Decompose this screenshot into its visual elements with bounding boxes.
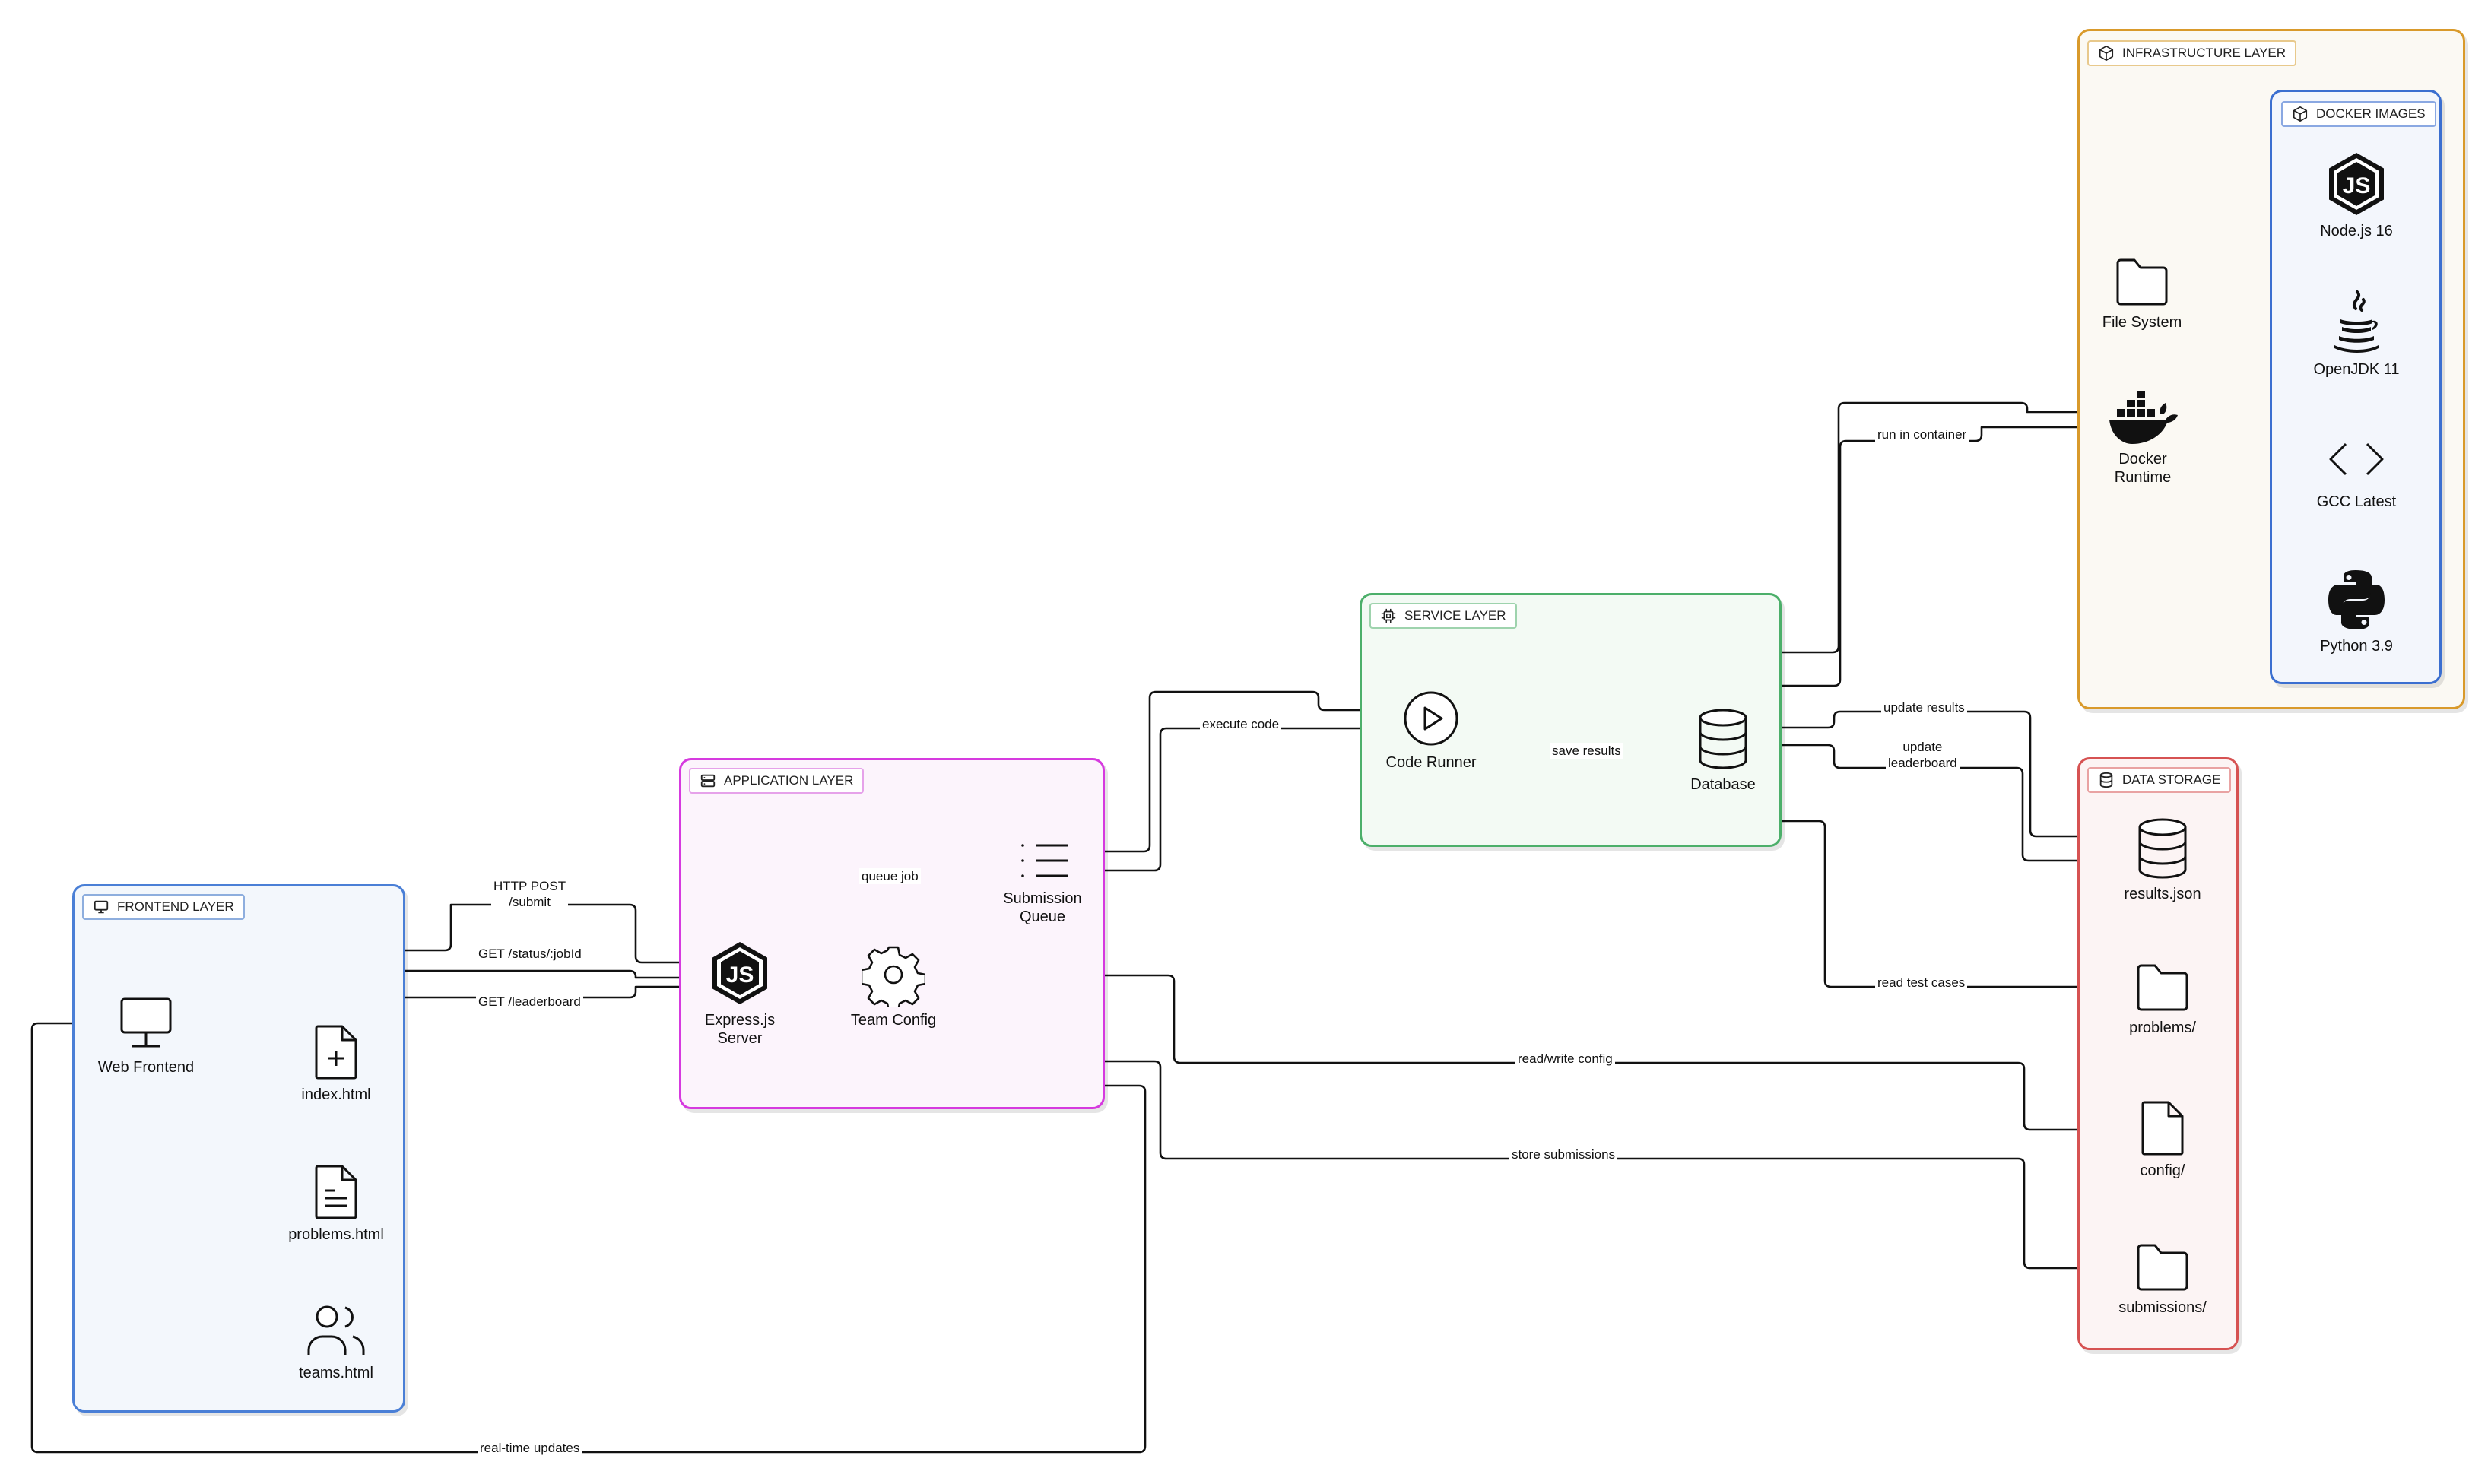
express-server-label: Express.js Server	[704, 1012, 776, 1047]
edge-label-update-results: update results	[1881, 699, 1967, 715]
edge-label-execute-code: execute code	[1200, 716, 1282, 732]
application-layer-group: APPLICATION LAYER	[679, 758, 1105, 1109]
edge-label-read-write-config: read/write config	[1515, 1051, 1615, 1067]
team-config-node[interactable]: Team Config	[836, 943, 950, 1029]
database-icon	[2138, 818, 2187, 879]
edge-label-store-submissions: store submissions	[1509, 1146, 1618, 1162]
edge-label-get-leaderboard: GET /leaderboard	[476, 994, 583, 1010]
server-icon	[700, 774, 716, 788]
edge-label-realtime-updates: real-time updates	[478, 1440, 582, 1456]
docker-images-title: DOCKER IMAGES	[2316, 106, 2426, 121]
monitor-icon	[120, 997, 172, 1048]
problems-html-node[interactable]: problems.html	[275, 1163, 397, 1244]
index-html-node[interactable]: index.html	[283, 1023, 389, 1104]
application-layer-tag: APPLICATION LAYER	[689, 768, 865, 794]
submission-queue-label: Submission Queue	[1003, 890, 1082, 925]
openjdk11-node[interactable]: OpenJDK 11	[2301, 289, 2412, 379]
web-frontend-label: Web Frontend	[97, 1059, 195, 1076]
results-json-label: results.json	[2124, 886, 2201, 902]
monitor-icon	[94, 900, 109, 914]
nodejs16-node[interactable]: JS Node.js 16	[2301, 151, 2412, 240]
frontend-layer-group: FRONTEND LAYER	[72, 884, 405, 1413]
index-html-label: index.html	[301, 1086, 371, 1103]
code-runner-label: Code Runner	[1385, 754, 1477, 771]
problems-dir-label: problems/	[2129, 1019, 2196, 1036]
edge-queue-runner	[1072, 690, 1399, 853]
folder-icon	[2137, 964, 2188, 1011]
teams-html-node[interactable]: teams.html	[275, 1302, 397, 1382]
file-plus-icon	[315, 1025, 357, 1080]
database-label: Database	[1690, 776, 1756, 793]
nodejs-icon: JS	[2329, 153, 2384, 215]
edge-execute-code	[1072, 728, 1399, 872]
svg-text:JS: JS	[2343, 173, 2371, 198]
config-file-label: config/	[2140, 1162, 2185, 1179]
teams-html-label: teams.html	[299, 1365, 373, 1381]
problems-html-label: problems.html	[288, 1226, 384, 1243]
users-icon	[307, 1305, 365, 1355]
database-icon	[1699, 709, 1747, 769]
frontend-layer-tag: FRONTEND LAYER	[82, 894, 245, 920]
team-config-label: Team Config	[850, 1012, 937, 1029]
edge-label-queue-job: queue job	[859, 868, 921, 884]
python39-label: Python 3.9	[2320, 638, 2393, 655]
submission-queue-node[interactable]: Submission Queue	[985, 836, 1100, 926]
docker-runtime-node[interactable]: Docker Runtime	[2096, 391, 2190, 487]
edge-update-results	[1753, 710, 2133, 836]
gcc-latest-label: GCC Latest	[2316, 493, 2397, 510]
code-runner-node[interactable]: Code Runner	[1373, 688, 1489, 772]
docker-runtime-label: Docker Runtime	[2114, 451, 2172, 486]
results-json-node[interactable]: results.json	[2108, 817, 2217, 903]
infrastructure-layer-tag: INFRASTRUCTURE LAYER	[2087, 40, 2297, 66]
submissions-dir-label: submissions/	[2118, 1299, 2207, 1316]
application-layer-title: APPLICATION LAYER	[724, 773, 854, 788]
edge-label-read-test-cases: read test cases	[1875, 975, 1968, 991]
file-text-icon	[315, 1165, 357, 1219]
config-file-node[interactable]: config/	[2108, 1099, 2217, 1180]
edge-label-run-in-container: run in container	[1875, 426, 1969, 442]
cpu-icon	[1381, 608, 1396, 623]
data-storage-title: DATA STORAGE	[2122, 772, 2221, 787]
svg-text:JS: JS	[726, 962, 754, 988]
docker-images-tag: DOCKER IMAGES	[2281, 101, 2436, 127]
nodejs-icon: JS	[712, 942, 767, 1004]
edge-label-http-post: HTTP POST /submit	[491, 878, 569, 910]
python39-node[interactable]: Python 3.9	[2301, 567, 2412, 655]
problems-dir-node[interactable]: problems/	[2108, 961, 2217, 1037]
data-storage-tag: DATA STORAGE	[2087, 767, 2232, 793]
list-icon	[1021, 844, 1068, 877]
nodejs16-label: Node.js 16	[2320, 223, 2393, 239]
box-icon	[2293, 106, 2308, 122]
python-icon	[2328, 570, 2385, 629]
gear-icon	[862, 946, 925, 1007]
express-server-node[interactable]: JS Express.js Server	[684, 940, 795, 1048]
service-layer-title: SERVICE LAYER	[1404, 608, 1506, 623]
code-brackets-icon	[2329, 442, 2384, 476]
web-frontend-node[interactable]: Web Frontend	[79, 993, 213, 1077]
file-system-node[interactable]: File System	[2088, 255, 2196, 331]
edge-label-save-results: save results	[1550, 743, 1623, 759]
database-icon	[2099, 772, 2113, 788]
folder-icon	[2116, 258, 2168, 306]
gcc-latest-node[interactable]: GCC Latest	[2301, 430, 2412, 511]
infrastructure-layer-title: INFRASTRUCTURE LAYER	[2122, 46, 2286, 60]
java-icon	[2334, 290, 2379, 353]
docker-icon	[2109, 391, 2178, 444]
edge-label-get-status: GET /status/:jobId	[476, 946, 584, 962]
play-circle-icon	[1404, 691, 1458, 746]
box-icon	[2099, 46, 2114, 61]
folder-icon	[2137, 1244, 2188, 1291]
openjdk11-label: OpenJDK 11	[2313, 361, 2400, 378]
database-node[interactable]: Database	[1670, 707, 1776, 794]
file-icon	[2141, 1101, 2184, 1156]
file-system-label: File System	[2102, 314, 2182, 331]
submissions-dir-node[interactable]: submissions/	[2108, 1241, 2217, 1317]
edge-label-update-leaderboard: update leaderboard	[1886, 739, 1960, 771]
service-layer-tag: SERVICE LAYER	[1369, 603, 1517, 629]
frontend-layer-title: FRONTEND LAYER	[117, 899, 234, 914]
